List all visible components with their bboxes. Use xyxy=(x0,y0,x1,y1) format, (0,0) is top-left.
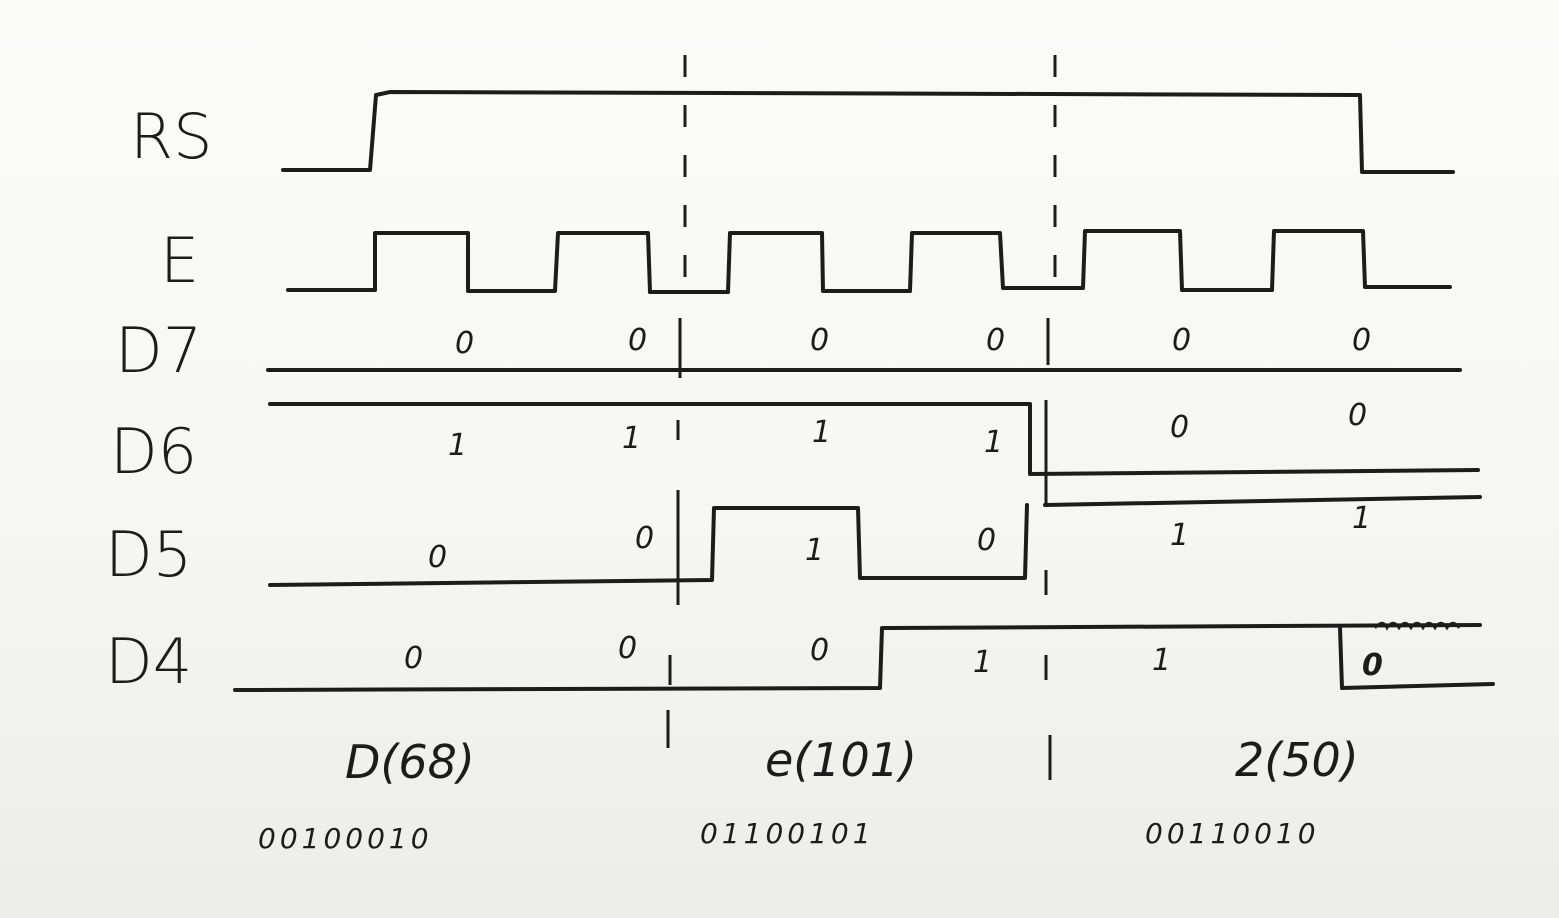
bits-d5: 0 0 1 0 1 1 xyxy=(428,501,1371,575)
bit-d6-0: 1 xyxy=(448,428,467,463)
bit-d7-5: 0 xyxy=(1352,323,1371,358)
bit-d5-1: 0 xyxy=(635,521,654,556)
label-rs: RS xyxy=(130,100,212,173)
bit-d6-4: 0 xyxy=(1170,410,1189,445)
bit-d4-0: 0 xyxy=(404,641,423,676)
bit-d6-1: 1 xyxy=(622,421,641,456)
bit-d5-5: 1 xyxy=(1352,501,1371,536)
binary-2: 00110010 xyxy=(1145,817,1320,850)
bit-d5-4: 1 xyxy=(1170,518,1189,553)
bit-d4-2: 0 xyxy=(810,633,829,668)
bit-d5-0: 0 xyxy=(428,540,447,575)
binary-0: 00100010 xyxy=(258,822,433,855)
label-e: E xyxy=(160,224,199,297)
bit-d4-5: 0 xyxy=(1362,648,1383,683)
bit-d4-3: 1 xyxy=(973,645,992,680)
char-label-0: D(68) xyxy=(345,735,475,789)
bit-d5-2: 1 xyxy=(805,533,824,568)
e-waveform xyxy=(286,229,1452,294)
bits-d7: 0 0 0 0 0 0 xyxy=(455,323,1371,361)
bit-d6-2: 1 xyxy=(812,415,831,450)
d4-scribble xyxy=(1374,621,1461,631)
bit-d6-3: 1 xyxy=(984,425,1003,460)
d6-upper-line xyxy=(1043,495,1482,507)
bit-d4-4: 1 xyxy=(1152,643,1171,678)
bit-d7-2: 0 xyxy=(810,323,829,358)
label-d7: D7 xyxy=(115,314,202,387)
label-d6: D6 xyxy=(110,415,197,488)
bit-d7-0: 0 xyxy=(455,326,474,361)
d6-waveform xyxy=(268,402,1480,476)
bit-d6-5: 0 xyxy=(1348,398,1367,433)
d4-waveform xyxy=(233,623,1482,692)
bit-d5-3: 0 xyxy=(977,523,996,558)
rs-waveform xyxy=(281,90,1455,174)
binary-1: 01100101 xyxy=(700,817,875,850)
bit-d4-1: 0 xyxy=(618,631,637,666)
bits-d4: 0 0 0 1 1 0 xyxy=(404,631,1383,683)
bit-d7-3: 0 xyxy=(986,323,1005,358)
label-d4: D4 xyxy=(105,625,192,698)
char-label-1: e(101) xyxy=(765,733,917,787)
d4-tail xyxy=(1338,626,1495,690)
label-d5: D5 xyxy=(105,518,192,591)
bits-d6: 1 1 1 1 0 0 xyxy=(448,398,1367,463)
d5-waveform xyxy=(268,503,1029,587)
char-label-2: 2(50) xyxy=(1235,733,1359,787)
bit-d7-4: 0 xyxy=(1172,323,1191,358)
bit-d7-1: 0 xyxy=(628,323,647,358)
